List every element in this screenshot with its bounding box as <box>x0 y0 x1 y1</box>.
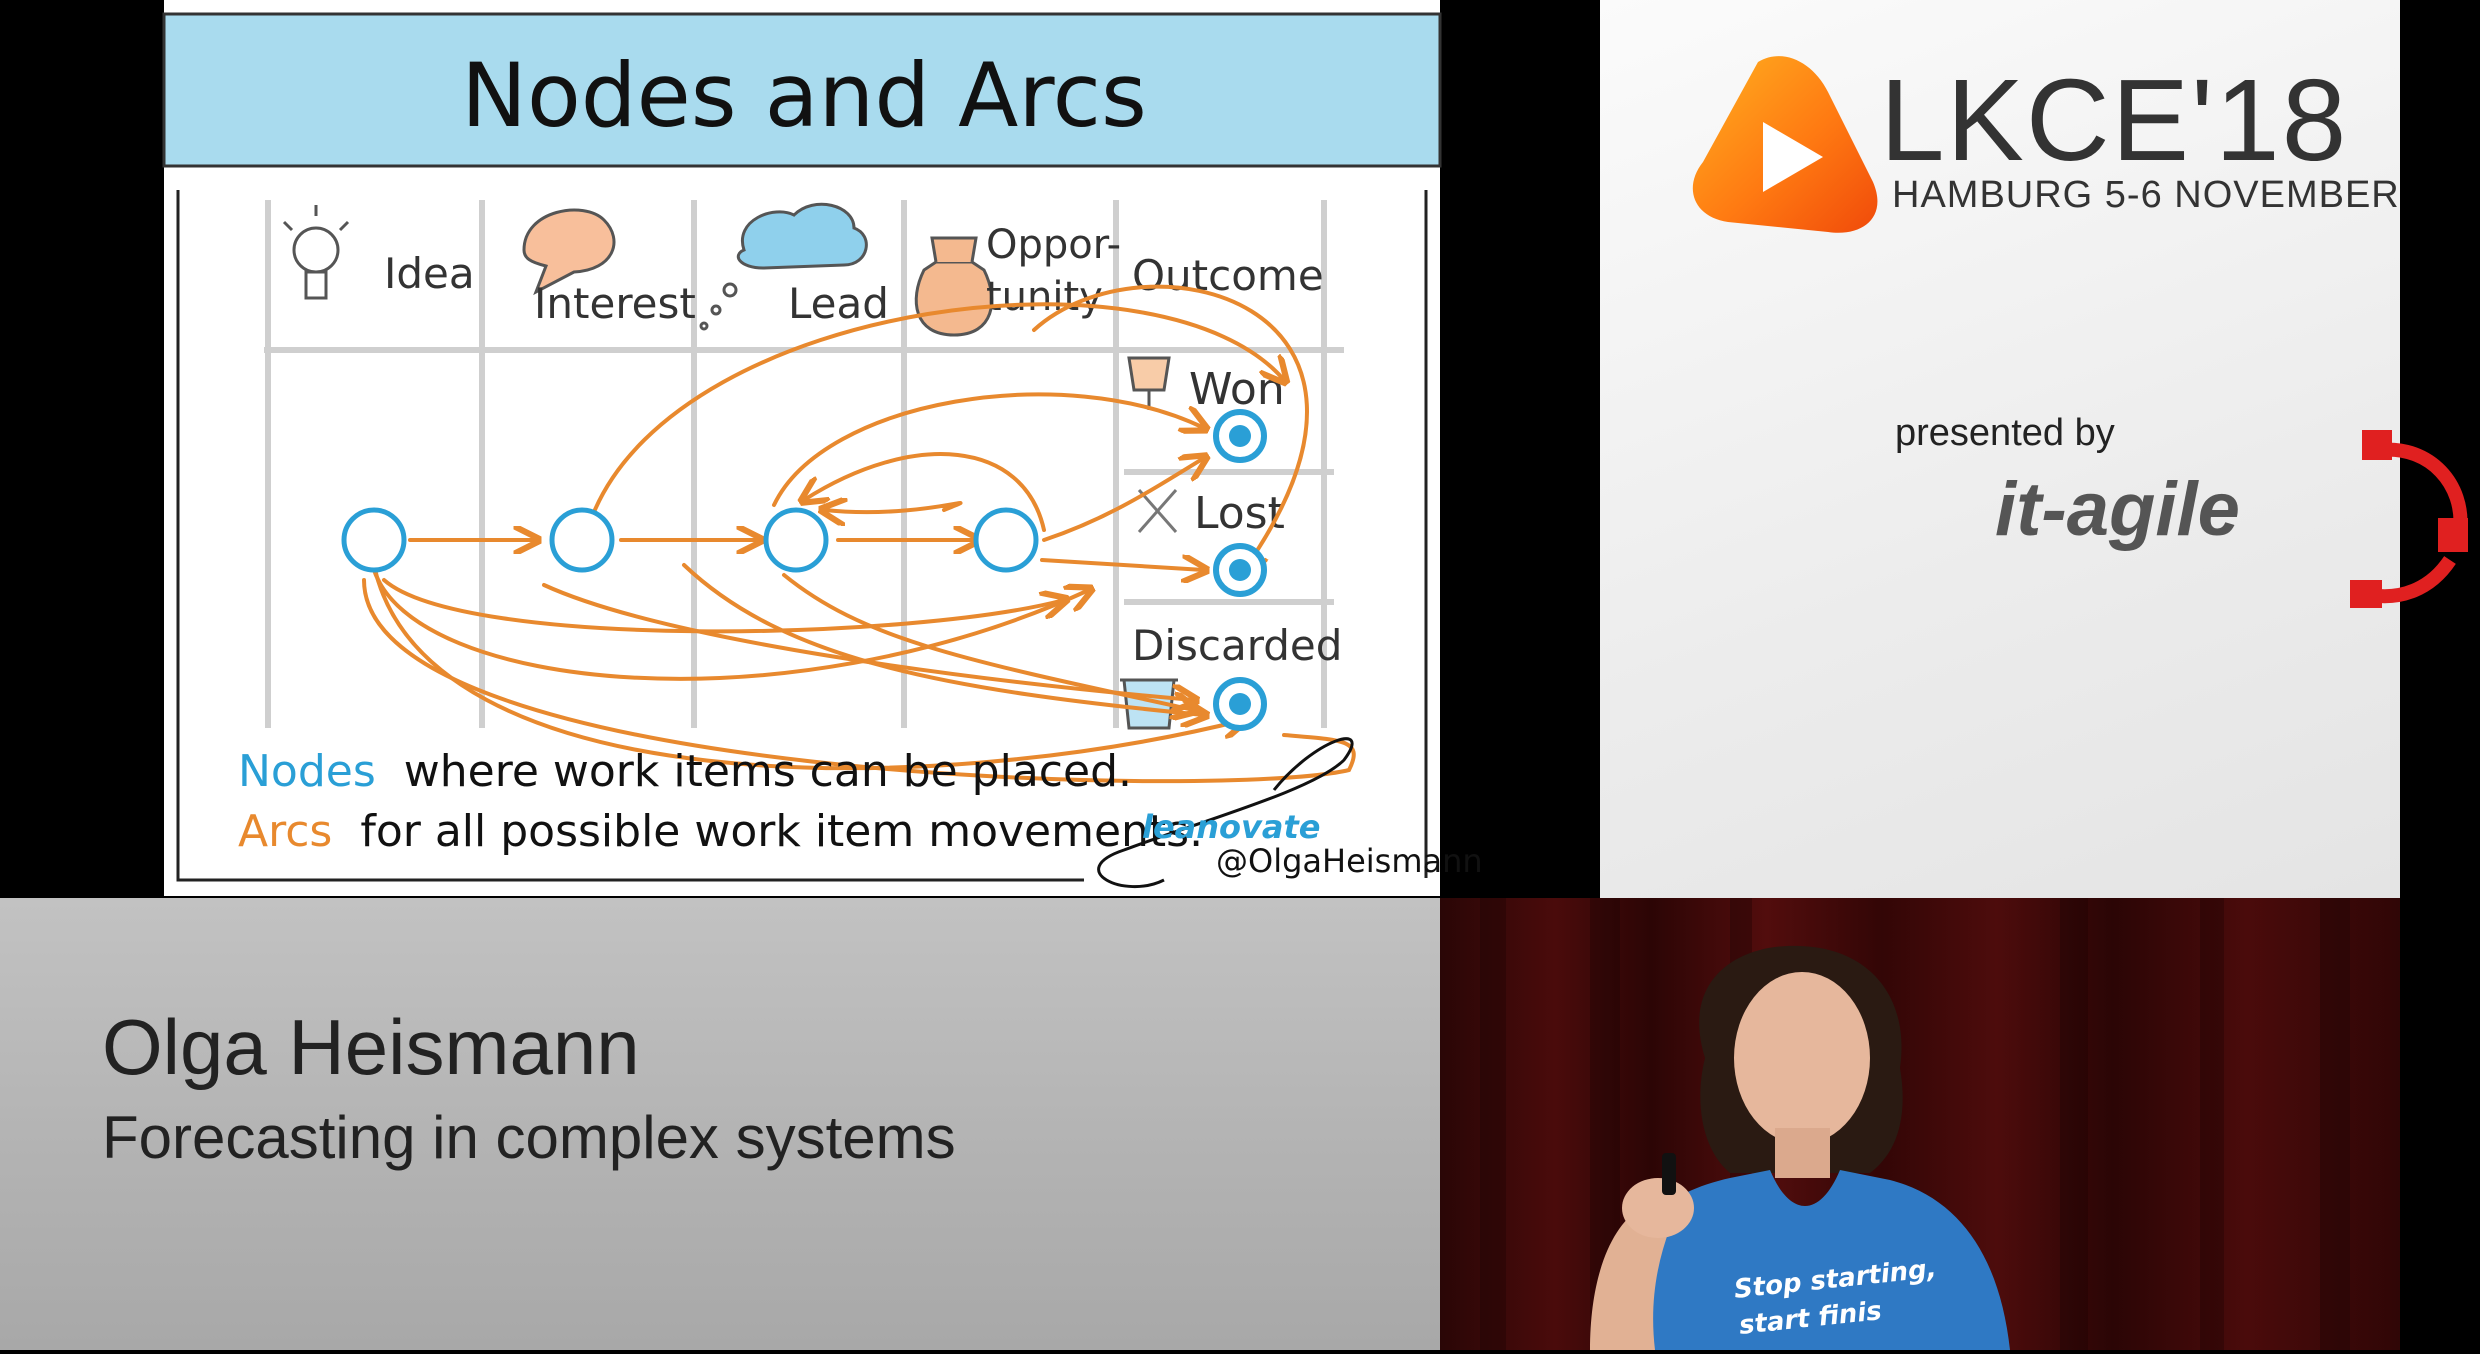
slide-header-band <box>162 12 1442 168</box>
column-opportunity-line2: tunity <box>986 274 1103 320</box>
node-opportunity <box>973 507 1039 573</box>
node-won <box>1213 409 1267 463</box>
presented-by-label: presented by <box>1895 412 2115 454</box>
legend-arcs: Arcs for all possible work item movement… <box>238 806 1203 857</box>
talk-title: Forecasting in complex systems <box>102 1104 956 1171</box>
leanovate-swoosh-icon <box>1097 737 1354 889</box>
brand-panel: LKCE'18 HAMBURG 5-6 NOVEMBER presented b… <box>1600 0 2468 898</box>
legend-arcs-text: for all possible work item movements. <box>360 806 1203 857</box>
event-subtitle: HAMBURG 5-6 NOVEMBER <box>1892 174 2400 216</box>
thought-cloud-icon <box>699 202 868 331</box>
column-lead: Lead <box>788 279 889 328</box>
slide-title: Nodes and Arcs <box>461 44 1147 147</box>
slide-canvas: Nodes and Arcs Idea <box>162 12 1483 889</box>
speaker-name: Olga Heismann <box>102 1003 640 1091</box>
bulb-icon <box>282 205 350 300</box>
node-discarded <box>1213 677 1267 731</box>
event-title: LKCE'18 <box>1880 55 2349 185</box>
node-interest <box>549 507 615 573</box>
outcome-discarded: Discarded <box>1132 621 1342 670</box>
legend-nodes-text: where work items can be placed. <box>404 746 1132 797</box>
slide-area: Nodes and Arcs Idea <box>0 0 1600 898</box>
lkce-logo-icon <box>1692 56 1878 233</box>
slide-frame-bottom <box>176 190 1084 882</box>
it-agile-logo-icon <box>2350 430 2468 608</box>
outcome-lost: Lost <box>1194 488 1285 539</box>
column-outcome: Outcome <box>1132 251 1324 300</box>
slide: Nodes and Arcs Idea <box>162 0 1483 896</box>
node-idea <box>341 507 407 573</box>
node-lost <box>1213 543 1267 597</box>
legend-nodes-word: Nodes <box>238 746 376 797</box>
presenter-clicker-icon <box>1662 1153 1676 1195</box>
arcs <box>362 284 1356 784</box>
caption-panel <box>0 898 1440 1350</box>
trophy-icon <box>1127 356 1171 410</box>
money-bag-icon <box>914 236 994 337</box>
cross-icon <box>1137 489 1178 533</box>
legend-nodes: Nodes where work items can be placed. <box>238 746 1132 797</box>
credit-handle: @OlgaHeismann <box>1216 842 1483 880</box>
column-idea: Idea <box>384 249 475 298</box>
trash-icon <box>1120 678 1178 730</box>
node-lead <box>763 507 829 573</box>
sponsor-name: it-agile <box>1995 467 2240 552</box>
speech-bubble-icon <box>522 208 616 296</box>
credit-brand: leanovate <box>1142 808 1320 846</box>
speaker-photo: Stop starting, start finis <box>1480 898 2350 1350</box>
legend-arcs-word: Arcs <box>238 806 332 857</box>
speaker-video: Stop starting, start finis <box>1440 898 2400 1350</box>
column-interest: Interest <box>534 279 696 328</box>
column-opportunity-line1: Oppor- <box>986 222 1121 268</box>
board-grid <box>264 200 1344 728</box>
outcome-won: Won <box>1189 364 1285 415</box>
